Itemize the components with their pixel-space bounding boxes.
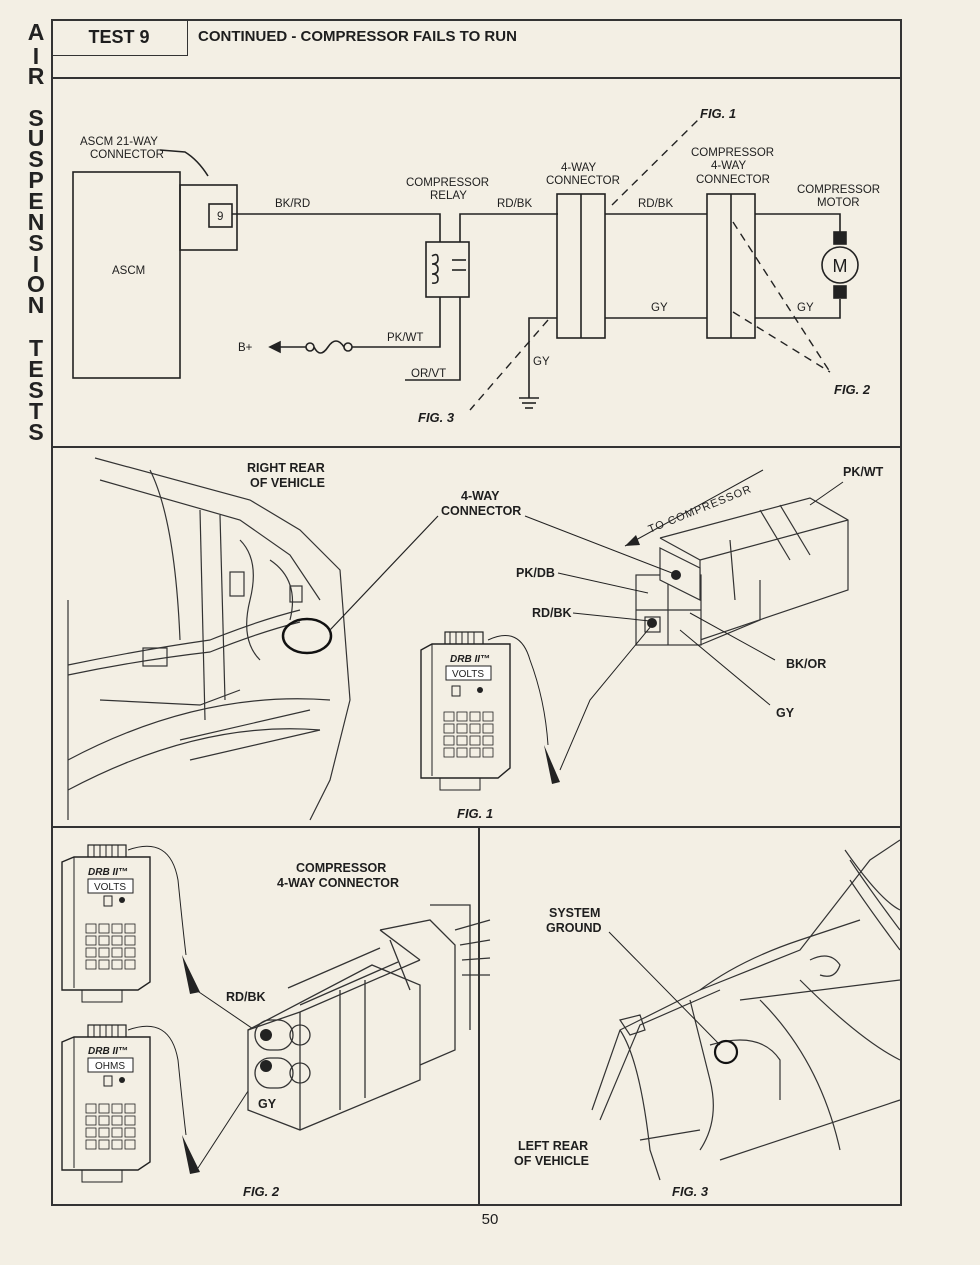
side-letter: N <box>27 209 45 235</box>
side-letter: U <box>27 125 45 151</box>
test-number: TEST 9 <box>51 19 188 56</box>
page-title: CONTINUED - COMPRESSOR FAILS TO RUN <box>198 28 517 45</box>
panel-divider <box>478 826 480 1206</box>
side-letter: I <box>32 251 40 277</box>
page-number: 50 <box>481 1211 499 1228</box>
side-letter: T <box>28 335 44 361</box>
page-frame <box>51 19 902 1206</box>
side-letter: S <box>28 377 44 403</box>
section-divider <box>51 446 902 448</box>
side-letter: N <box>27 292 45 318</box>
side-letter: P <box>28 167 44 193</box>
side-letter: S <box>28 146 44 172</box>
side-letter: S <box>28 230 44 256</box>
side-letter: S <box>28 105 44 131</box>
side-letter: A <box>27 19 45 45</box>
side-letter: R <box>27 63 45 89</box>
side-letter: S <box>28 419 44 445</box>
side-letter: E <box>28 188 44 214</box>
side-letter: O <box>27 271 45 297</box>
side-letter: I <box>32 43 40 69</box>
side-letter: T <box>28 398 44 424</box>
header-divider <box>51 77 902 79</box>
side-letter: E <box>28 356 44 382</box>
section-divider <box>51 826 902 828</box>
